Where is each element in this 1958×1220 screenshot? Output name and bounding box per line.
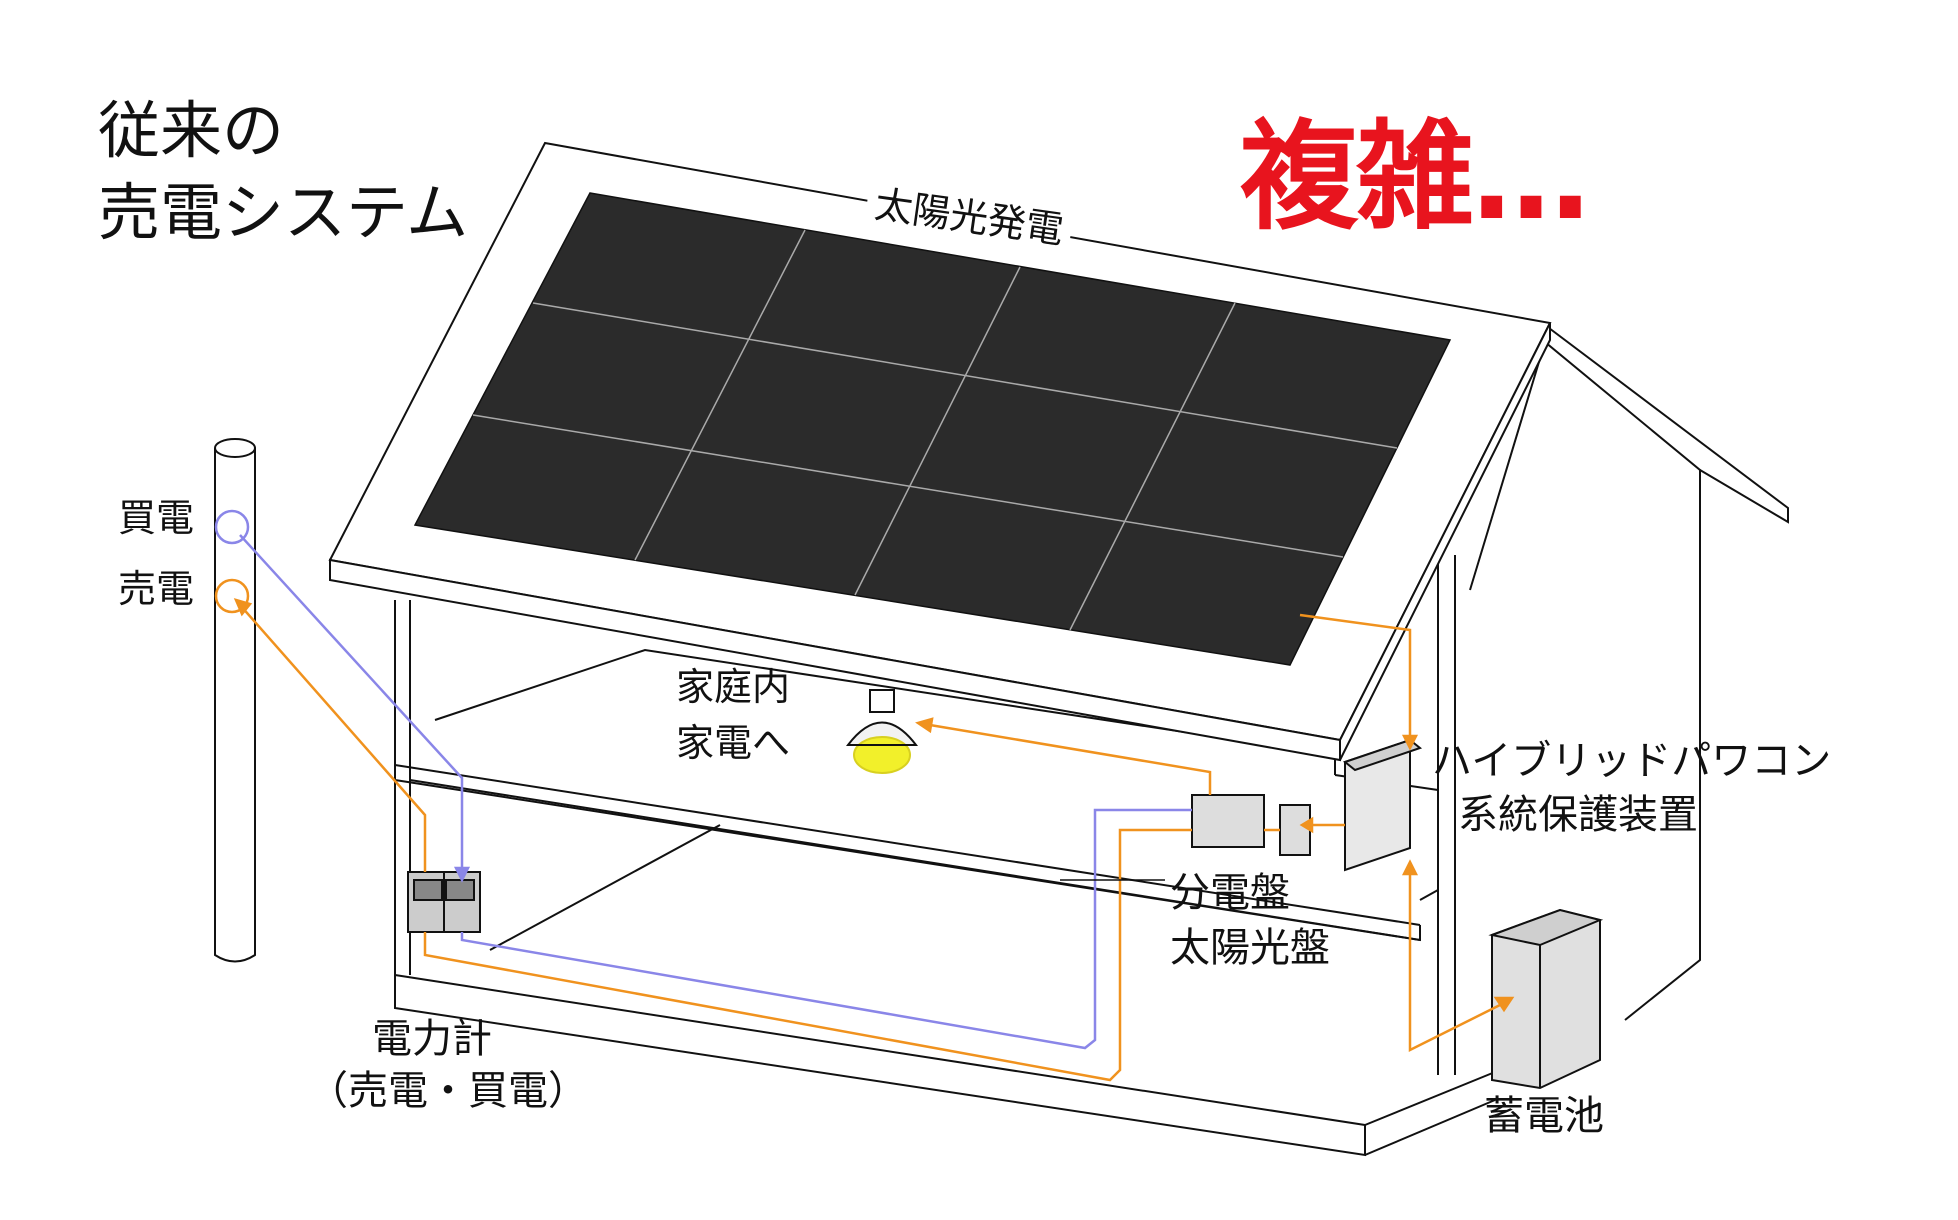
buy-power-label: 買電 bbox=[118, 496, 195, 540]
sell-power-line bbox=[214, 578, 1515, 1082]
home-appliances-label-line2: 家電へ bbox=[676, 721, 791, 765]
power-conditioner-label-line1: ハイブリッドパワコン bbox=[1432, 738, 1832, 784]
diagram-title-line1: 従来の bbox=[98, 94, 285, 167]
utility-pole bbox=[214, 438, 256, 963]
complex-callout: 複雑… bbox=[1240, 108, 1590, 246]
buy-power-line bbox=[214, 509, 1192, 1050]
power-meter-label-line2: （売電・買電） bbox=[308, 1068, 588, 1114]
power-meter bbox=[407, 871, 481, 933]
power-conditioner bbox=[1342, 738, 1423, 872]
power-meter-label-line1: 電力計 bbox=[372, 1016, 492, 1062]
solar-panel-array bbox=[413, 192, 1452, 666]
storage-battery-label: 蓄電池 bbox=[1484, 1093, 1604, 1139]
distribution-panel-label-line2: 太陽光盤 bbox=[1170, 925, 1330, 971]
storage-battery bbox=[1488, 908, 1604, 1090]
distribution-panels bbox=[1191, 794, 1311, 856]
power-conditioner-label-line2: 系統保護装置 bbox=[1458, 792, 1698, 838]
ceiling-light bbox=[845, 689, 919, 774]
distribution-panel-label-line1: 分電盤 bbox=[1170, 870, 1290, 916]
sell-power-label: 売電 bbox=[118, 567, 195, 611]
diagram-title-line2: 売電システム bbox=[98, 176, 469, 249]
home-appliances-label-line1: 家庭内 bbox=[676, 665, 791, 709]
